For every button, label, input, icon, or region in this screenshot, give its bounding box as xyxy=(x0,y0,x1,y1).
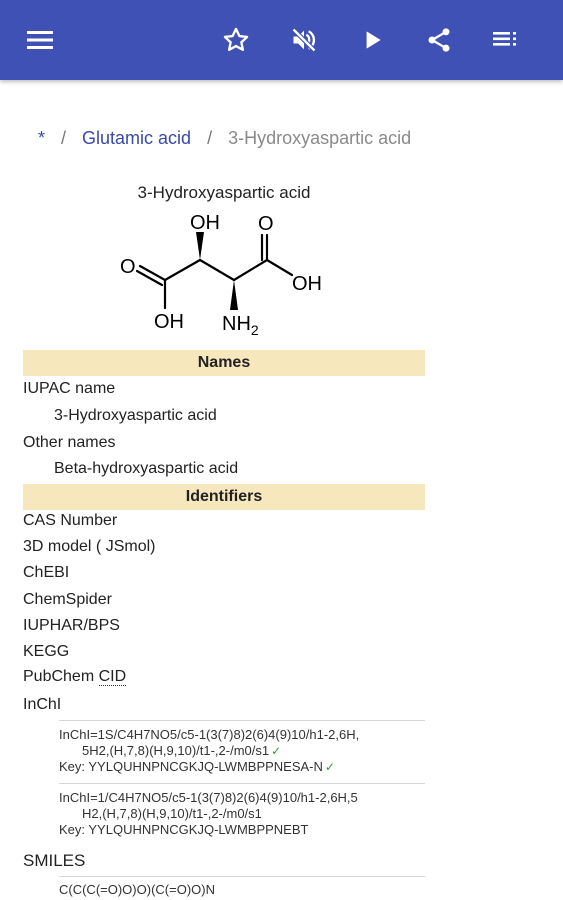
other-names-value: Beta-hydroxyaspartic acid xyxy=(54,460,239,477)
breadcrumb-separator: / xyxy=(207,128,213,148)
inchi-standard-line2: 5H2,(H,7,8)(H,9,10)/t1-,2-/m0/s1✓ xyxy=(82,743,282,758)
inchi-standard-line1: InChI=1S/C4H7NO5/c5-1(3(7)8)2(6)4(9)10/h… xyxy=(59,727,360,742)
play-button[interactable] xyxy=(352,20,392,60)
playlist-button[interactable] xyxy=(486,20,526,60)
share-icon xyxy=(428,28,450,52)
smiles-block: C(C(C(=O)O)O)(C(=O)O)N xyxy=(59,876,425,899)
label-o-top: O xyxy=(258,213,274,235)
iupac-name-value: 3-Hydroxyaspartic acid xyxy=(54,407,217,424)
share-button[interactable] xyxy=(419,20,459,60)
playlist-icon xyxy=(493,32,516,46)
star-icon xyxy=(223,27,249,51)
breadcrumb-home[interactable]: * xyxy=(38,128,46,148)
label-oh-bottom: OH xyxy=(154,311,184,333)
3d-model-label[interactable]: 3D model ( JSmol) xyxy=(23,538,156,555)
menu-icon xyxy=(27,31,53,49)
label-nh2: NH2 xyxy=(222,313,259,338)
smiles-value: C(C(C(=O)O)O)(C(=O)O)N xyxy=(59,882,215,897)
inchi-standard-block: InChI=1S/C4H7NO5/c5-1(3(7)8)2(6)4(9)10/h… xyxy=(59,720,425,775)
favorite-button[interactable] xyxy=(216,20,256,60)
check-icon: ✓ xyxy=(324,760,335,774)
inchi-line1: InChI=1/C4H7NO5/c5-1(3(7)8)2(6)4(9)10/h1… xyxy=(59,790,358,805)
breadcrumb: * / Glutamic acid / 3-Hydroxyaspartic acid xyxy=(38,128,411,149)
check-icon: ✓ xyxy=(271,744,282,758)
kegg-label[interactable]: KEGG xyxy=(23,643,70,660)
inchi-line2: H2,(H,7,8)(H,9,10)/t1-,2-/m0/s1 xyxy=(82,806,262,821)
other-names-label: Other names xyxy=(23,434,116,451)
breadcrumb-separator: / xyxy=(61,128,67,148)
breadcrumb-parent[interactable]: Glutamic acid xyxy=(82,128,192,148)
smiles-label: SMILES xyxy=(23,851,86,870)
inchi-standard-key: Key: YYLQUHNPNCGKJQ-LWMBPPNESA-N✓ xyxy=(59,759,335,774)
cas-number-label[interactable]: CAS Number xyxy=(23,512,118,529)
mute-button[interactable] xyxy=(284,20,324,60)
breadcrumb-current: 3-Hydroxyaspartic acid xyxy=(228,128,412,148)
inchi-label: InChI xyxy=(23,696,62,713)
play-icon xyxy=(366,31,381,49)
molecule-structure-image[interactable]: OH O O OH OH NH2 xyxy=(112,205,342,340)
chebi-label[interactable]: ChEBI xyxy=(23,564,70,581)
inchi-block: InChI=1/C4H7NO5/c5-1(3(7)8)2(6)4(9)10/h1… xyxy=(59,783,425,838)
names-header: Names xyxy=(23,350,425,376)
molecule-title: 3-Hydroxyaspartic acid xyxy=(137,183,311,202)
app-bar xyxy=(0,0,563,80)
pubchem-cid-label[interactable]: PubChem CID xyxy=(23,668,127,686)
chemspider-label[interactable]: ChemSpider xyxy=(23,591,112,608)
label-oh-right: OH xyxy=(292,273,322,295)
iupac-name-label: IUPAC name xyxy=(23,380,116,397)
label-oh-top: OH xyxy=(190,212,220,234)
cid-abbreviation: CID xyxy=(98,668,127,686)
iuphar-bps-label[interactable]: IUPHAR/BPS xyxy=(23,617,120,634)
volume-off-icon xyxy=(291,27,317,53)
menu-button[interactable] xyxy=(20,20,60,60)
pubchem-label: PubChem xyxy=(23,668,99,685)
identifiers-header: Identifiers xyxy=(23,484,425,510)
label-o-left: O xyxy=(120,256,136,278)
inchi-key: Key: YYLQUHNPNCGKJQ-LWMBPPNEBT xyxy=(59,822,309,837)
